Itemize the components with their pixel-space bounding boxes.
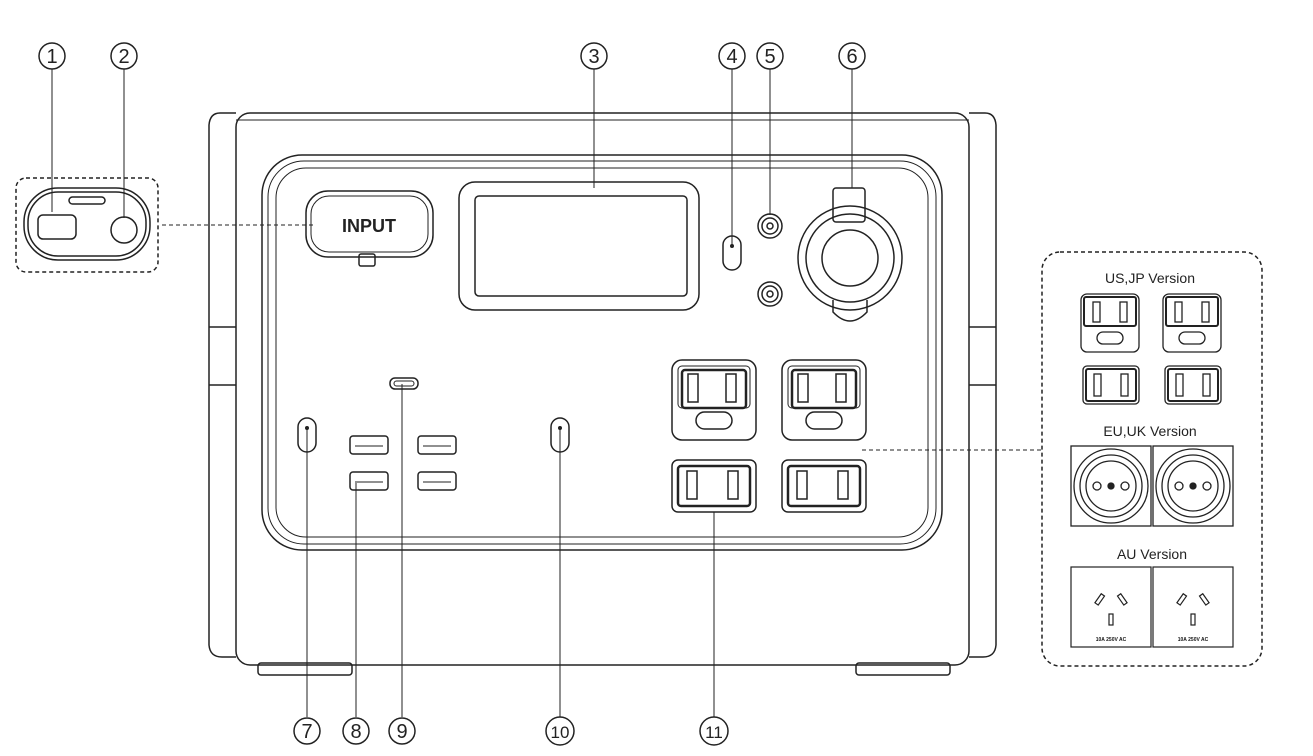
svg-text:3: 3 (588, 46, 599, 68)
usb-a-ports (349, 435, 457, 491)
dc-ports (757, 213, 783, 307)
au-version-label: AU Version (1117, 546, 1187, 562)
eu-uk-outlets (1070, 445, 1234, 527)
svg-text:1: 1 (46, 46, 57, 68)
dc-power-button[interactable] (297, 417, 317, 453)
svg-text:2: 2 (118, 46, 129, 68)
callout-4: 4 (718, 42, 746, 70)
car-charger-port (797, 187, 903, 322)
ac-power-button[interactable] (550, 417, 570, 453)
callout-1: 1 (38, 42, 66, 70)
callout-2: 2 (110, 42, 138, 70)
us-jp-outlets (1080, 293, 1222, 405)
display-button[interactable] (722, 235, 742, 271)
svg-text:10A 250V AC: 10A 250V AC (1178, 637, 1209, 643)
outlet-versions-panel: US,JP Version EU,UK Version (1041, 251, 1263, 667)
ac-outlet-bottom-right (781, 459, 867, 513)
callout-6: 6 (838, 42, 866, 70)
svg-text:6: 6 (846, 46, 857, 68)
callout-8: 8 (342, 717, 370, 745)
svg-text:11: 11 (705, 723, 723, 742)
svg-text:9: 9 (396, 721, 407, 743)
lcd-display (458, 181, 700, 311)
ac-outlet-bottom-left (671, 459, 757, 513)
callout-10: 10 (545, 716, 575, 746)
callout-3: 3 (580, 42, 608, 70)
svg-text:10A 250V AC: 10A 250V AC (1096, 637, 1127, 643)
svg-text:5: 5 (764, 46, 775, 68)
callout-9: 9 (388, 717, 416, 745)
leader-lines (51, 69, 853, 717)
svg-text:INPUT: INPUT (342, 216, 396, 236)
input-cover: INPUT (305, 190, 434, 267)
input-port-detail (15, 177, 159, 273)
us-jp-version-label: US,JP Version (1105, 270, 1195, 286)
ac-outlet-top-right (781, 359, 867, 441)
ac-outlet-top-left (671, 359, 757, 441)
callout-labels: 1 2 3 4 5 6 7 8 9 10 11 (38, 42, 866, 746)
usb-c-port (389, 377, 419, 390)
callout-7: 7 (293, 717, 321, 745)
eu-uk-version-label: EU,UK Version (1103, 423, 1196, 439)
svg-text:8: 8 (350, 721, 361, 743)
svg-text:7: 7 (301, 721, 312, 743)
svg-text:4: 4 (726, 46, 737, 68)
callout-11: 11 (699, 716, 729, 746)
power-station-body (208, 112, 997, 676)
au-outlets: 10A 250V AC 10A 250V AC (1070, 566, 1234, 648)
callout-5: 5 (756, 42, 784, 70)
ac-outlets (671, 359, 867, 513)
svg-text:10: 10 (551, 723, 570, 742)
